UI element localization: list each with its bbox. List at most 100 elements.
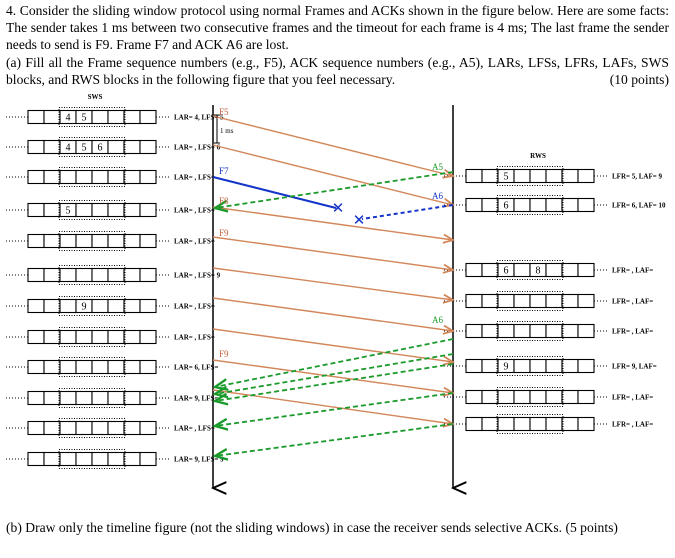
window-cell: [27, 233, 45, 249]
receiver-window-frame: [496, 166, 564, 186]
lost-ack-a6: [361, 204, 454, 220]
window-cell: [59, 451, 77, 467]
window-cell: [513, 358, 531, 374]
window-cell: [545, 389, 563, 405]
window-cell: [497, 293, 515, 309]
window-cell: [75, 267, 93, 283]
window-cell: [75, 329, 93, 345]
window-cell: [465, 168, 483, 184]
question-text: 4. Consider the sliding window protocol …: [6, 2, 669, 88]
window-cell: [577, 197, 595, 213]
sender-window-label: LAR= , LFS= 6: [174, 144, 221, 152]
window-cell: [465, 323, 483, 339]
sender-window: LAR= , LFS=: [6, 418, 215, 438]
window-cell: [27, 298, 45, 314]
window-cell: [91, 169, 109, 185]
window-cell: [123, 359, 141, 375]
window-cell: [481, 389, 499, 405]
window-cell: [91, 359, 109, 375]
frame-arrow: [212, 297, 453, 331]
window-cell: [43, 109, 61, 125]
sender-window-frame: [58, 200, 126, 220]
window-cell: [481, 293, 499, 309]
window-cell: [107, 169, 125, 185]
window-cell: [75, 233, 93, 249]
window-cell-value: 6: [504, 201, 509, 212]
ack-arrow: [215, 353, 454, 394]
receiver-window: LFR= , LAF=: [444, 414, 653, 434]
sender-window: LAR= , LFS=: [6, 167, 215, 187]
window-cell: [545, 262, 563, 278]
sender-window-label: LAR= , LFS=: [174, 334, 215, 342]
sender-window: LAR= , LFS= 9: [6, 265, 221, 285]
window-cell: [27, 329, 45, 345]
receiver-window-label: LFR= 6, LAF= 10: [612, 202, 666, 210]
frame-label: F5: [219, 107, 229, 117]
window-cell: [561, 358, 579, 374]
receiver-window-frame: [496, 260, 564, 280]
window-cell: [91, 390, 109, 406]
sws-title: SWS: [88, 93, 103, 101]
window-cell: [75, 451, 93, 467]
sender-window-label: LAR= 6, LFS=: [174, 364, 218, 372]
sender-window-frame: [58, 449, 126, 469]
window-cell: [577, 168, 595, 184]
window-cell: [27, 169, 45, 185]
window-cell: [107, 390, 125, 406]
window-cell: [139, 390, 157, 406]
sender-window: LAR= 9, LFS= 9: [6, 449, 224, 469]
window-cell: [43, 267, 61, 283]
window-cell-value: 5: [82, 143, 87, 154]
sender-window-frame: [58, 167, 126, 187]
receiver-window-frame: [496, 414, 564, 434]
sender-window-frame: [58, 327, 126, 347]
window-cell: [545, 358, 563, 374]
window-cell: [481, 197, 499, 213]
sender-window-label: LAR= , LFS= 9: [174, 272, 221, 280]
sender-window-frame: [58, 418, 126, 438]
window-cell: [561, 323, 579, 339]
receiver-window-label: LFR= 9, LAF=: [612, 363, 657, 371]
window-cell: [75, 202, 93, 218]
sender-window-frame: [58, 265, 126, 285]
window-cell: [59, 420, 77, 436]
receiver-window-label: LFR= , LAF=: [612, 394, 653, 402]
window-cell: [139, 359, 157, 375]
window-cell: [139, 169, 157, 185]
window-cell: [139, 451, 157, 467]
window-cell: [91, 109, 109, 125]
window-cell: [43, 202, 61, 218]
receiver-window-frame: [496, 356, 564, 376]
window-cell: [139, 298, 157, 314]
window-cell: [27, 390, 45, 406]
receiver-window-frame: [496, 321, 564, 341]
window-cell: [561, 168, 579, 184]
sender-window-frame: [58, 357, 126, 377]
window-cell: [43, 329, 61, 345]
window-cell: [139, 109, 157, 125]
window-cell: [481, 168, 499, 184]
window-cell: [545, 323, 563, 339]
window-cell: [123, 329, 141, 345]
window-cell: [75, 359, 93, 375]
window-cell: [577, 293, 595, 309]
sender-window: LAR= 9, LFS=: [6, 388, 218, 408]
window-cell: [123, 390, 141, 406]
window-cell: [465, 293, 483, 309]
sender-window-label: LAR= 9, LFS=: [174, 395, 218, 403]
frame-label: F9: [219, 349, 229, 359]
receiver-window-frame: [496, 291, 564, 311]
frame-arrow: [212, 236, 453, 270]
window-cell: [545, 197, 563, 213]
window-cell: [91, 202, 109, 218]
part-a-points: (10 points): [609, 71, 669, 87]
window-cell: [43, 420, 61, 436]
window-cell: [513, 197, 531, 213]
question-number: 4.: [6, 3, 17, 18]
window-cell: [481, 262, 499, 278]
window-cell: [529, 358, 547, 374]
sender-window: LAR= , LFS=: [6, 231, 215, 251]
